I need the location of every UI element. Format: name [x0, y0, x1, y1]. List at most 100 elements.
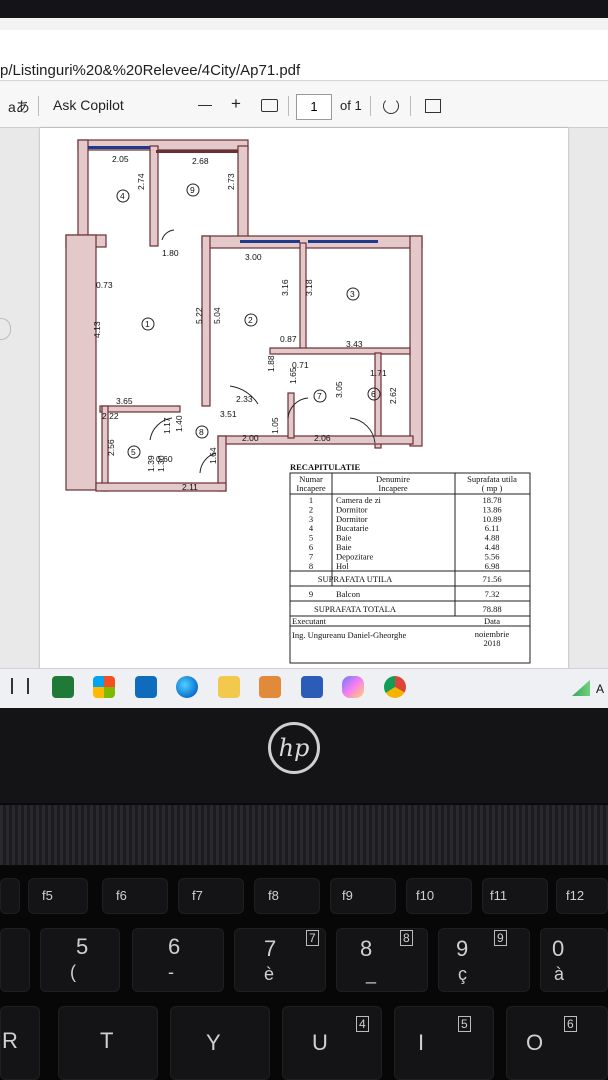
page-count: of 1 [340, 98, 362, 113]
toolbar-divider [38, 96, 39, 116]
dimension-label: 1.05 [270, 417, 280, 434]
outlook-icon[interactable] [135, 676, 157, 698]
file-explorer-icon[interactable] [218, 676, 240, 698]
dimension-label: 0.87 [280, 334, 297, 344]
dimension-label: 5.22 [194, 307, 204, 324]
key-f4[interactable] [0, 878, 20, 914]
task-view-icon[interactable] [11, 678, 29, 694]
dimension-label: 2.73 [226, 173, 236, 190]
excel-icon[interactable] [52, 676, 74, 698]
dimension-label: 2.06 [314, 433, 331, 443]
table-header: ( mp ) [482, 483, 503, 493]
key-8[interactable]: 8_8 [336, 928, 428, 992]
page-view-icon[interactable] [425, 99, 441, 113]
suprafata-totala-value: 78.88 [482, 604, 501, 614]
room-number: 9 [190, 185, 195, 195]
key-f8[interactable]: f8 [254, 878, 320, 914]
dimension-label: 2.11 [182, 482, 198, 492]
table-row: 8 [309, 561, 313, 571]
dimension-label: 1.88 [266, 355, 276, 372]
dimension-label: 5.04 [212, 307, 222, 324]
chrome-icon[interactable] [384, 676, 406, 698]
key-f9[interactable]: f9 [330, 878, 396, 914]
key-5[interactable]: 5( [40, 928, 120, 992]
key-y[interactable]: Y [170, 1006, 270, 1080]
dimension-label: 3.65 [116, 396, 133, 406]
table-row: 2 [309, 504, 313, 514]
room-number: 6 [371, 389, 376, 399]
key-f7[interactable]: f7 [178, 878, 244, 914]
room-number: 7 [317, 391, 322, 401]
table-row: 9 [309, 589, 313, 599]
store-icon[interactable] [93, 676, 115, 698]
room-number: 8 [199, 427, 204, 437]
zoom-out-button[interactable]: — [198, 96, 212, 112]
fit-width-icon[interactable] [261, 99, 278, 112]
plan-walls [65, 139, 423, 492]
taskbar-overflow: A [596, 682, 605, 696]
table-header: Incapere [378, 483, 407, 493]
table-row: 1 [309, 495, 313, 505]
table-row: 6 [309, 542, 313, 552]
table-row: Baie [336, 542, 352, 552]
suprafata-totala-label: SUPRAFATA TOTALA [314, 604, 397, 614]
address-text[interactable]: p/Listinguri%20&%20Relevee/4City/Ap71.pd… [0, 62, 301, 79]
ask-copilot-button[interactable]: Ask Copilot [53, 97, 124, 113]
key-f11[interactable]: f11 [482, 878, 548, 914]
table-row: 5 [309, 533, 313, 543]
room-number: 2 [248, 315, 253, 325]
dimension-label: 4.13 [92, 321, 102, 338]
date-value: noiembrie [475, 629, 510, 639]
key-6[interactable]: 6- [132, 928, 224, 992]
dimension-label: 1.64 [208, 447, 218, 464]
read-aloud-icon[interactable]: aあ [8, 99, 30, 115]
room-number: 4 [120, 191, 125, 201]
rotate-icon[interactable] [383, 98, 399, 114]
key-4[interactable] [0, 928, 30, 992]
zoom-in-button[interactable]: + [231, 94, 241, 113]
dimension-label: 2.00 [242, 433, 259, 443]
address-bar[interactable] [0, 30, 608, 81]
edge-icon[interactable] [176, 676, 198, 698]
key-r[interactable]: R [0, 1006, 40, 1080]
toolbar-divider [370, 96, 371, 116]
key-f5[interactable]: f5 [28, 878, 88, 914]
dimension-label: 1.17 [162, 417, 172, 434]
table-row: Balcon [336, 589, 361, 599]
table-row: 4.48 [485, 542, 500, 552]
room-number: 1 [145, 319, 150, 329]
table-row: 7.32 [485, 589, 500, 599]
table-row: Depozitare [336, 551, 374, 561]
table-row: Camera de zi [336, 495, 381, 505]
suprafata-utila-label: SUPRAFATA UTILA [318, 574, 393, 584]
toolbar-divider [410, 96, 411, 116]
key-t[interactable]: T [58, 1006, 158, 1080]
table-header: Numar [299, 474, 323, 484]
dimension-label: 3.16 [280, 279, 290, 296]
room-number-markers: 4 9 1 2 3 7 6 5 8 [116, 183, 381, 459]
dimension-label: 2.74 [136, 173, 146, 190]
dimension-label: 3.18 [304, 279, 314, 296]
page-number-input[interactable]: 1 [296, 94, 332, 120]
key-f10[interactable]: f10 [406, 878, 472, 914]
copilot-icon[interactable] [342, 676, 364, 698]
table-row: 4 [309, 523, 314, 533]
key-f6[interactable]: f6 [102, 878, 168, 914]
table-header: Incapere [296, 483, 325, 493]
key-f12[interactable]: f12 [556, 878, 608, 914]
word-icon[interactable] [301, 676, 323, 698]
hp-logo: hp [268, 722, 320, 774]
dimension-label: 0.71 [292, 360, 309, 370]
recap-table: RECAPITULATIE NumarIncapereDenumireIncap… [289, 462, 531, 664]
photos-icon[interactable] [259, 676, 281, 698]
table-header: Suprafata utila [467, 474, 517, 484]
dimension-label: 3.05 [334, 381, 344, 398]
table-row: 18.78 [482, 495, 501, 505]
